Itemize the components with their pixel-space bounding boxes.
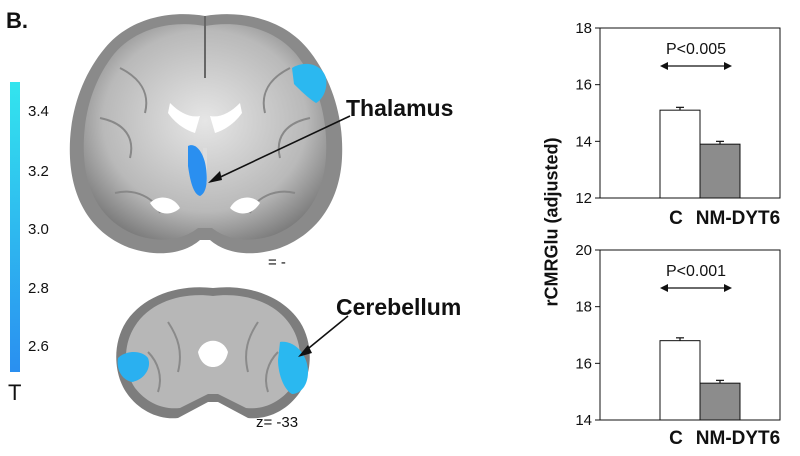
axial-slice-label: z= -33 bbox=[256, 414, 299, 431]
y-tick-label: 18 bbox=[575, 299, 592, 316]
panel-label: B. bbox=[6, 8, 28, 33]
coronal-brain-image bbox=[69, 14, 343, 254]
significance-arrowhead bbox=[724, 284, 732, 292]
colorbar-tick: 2.8 bbox=[28, 280, 49, 297]
y-tick-label: 16 bbox=[575, 355, 592, 372]
bar bbox=[659, 109, 701, 199]
significance-label: P<0.005 bbox=[666, 41, 726, 58]
bar-chart-top: 12 14 16 18C NM-DYT6 P<0.005 bbox=[575, 20, 781, 229]
y-tick-label: 14 bbox=[575, 133, 592, 150]
category-label: NM-DYT6 bbox=[696, 428, 780, 449]
colorbar-label: T bbox=[8, 380, 22, 405]
colorbar bbox=[10, 82, 20, 372]
bar bbox=[699, 143, 741, 199]
significance-label: P<0.001 bbox=[666, 263, 726, 280]
significance-arrowhead bbox=[724, 62, 732, 70]
cerebellum-label: Cerebellum bbox=[336, 294, 462, 320]
category-label: NM-DYT6 bbox=[696, 208, 780, 229]
y-tick-label: 12 bbox=[575, 190, 592, 207]
colorbar-tick: 3.4 bbox=[28, 103, 49, 120]
y-tick-label: 16 bbox=[575, 77, 592, 94]
axial-brain-image bbox=[116, 287, 310, 419]
bar bbox=[659, 340, 701, 421]
category-label: C bbox=[669, 208, 683, 229]
significance-arrowhead bbox=[660, 62, 668, 70]
colorbar-tick: 2.6 bbox=[28, 338, 49, 355]
coronal-slice-label: = - bbox=[268, 254, 286, 271]
colorbar-tick: 3.0 bbox=[28, 221, 49, 238]
y-tick-label: 14 bbox=[575, 412, 592, 429]
thalamus-label: Thalamus bbox=[346, 95, 454, 121]
bar-chart-bottom: 14 16 18 20C NM-DYT6 P<0.001 bbox=[575, 242, 781, 449]
y-tick-label: 20 bbox=[575, 242, 592, 259]
y-tick-label: 18 bbox=[575, 20, 592, 37]
significance-arrowhead bbox=[660, 284, 668, 292]
cerebellum-arrow bbox=[298, 315, 349, 357]
colorbar-tick: 3.2 bbox=[28, 163, 49, 180]
category-label: C bbox=[669, 428, 683, 449]
thalamus-arrow bbox=[208, 115, 351, 183]
bar bbox=[699, 382, 741, 421]
